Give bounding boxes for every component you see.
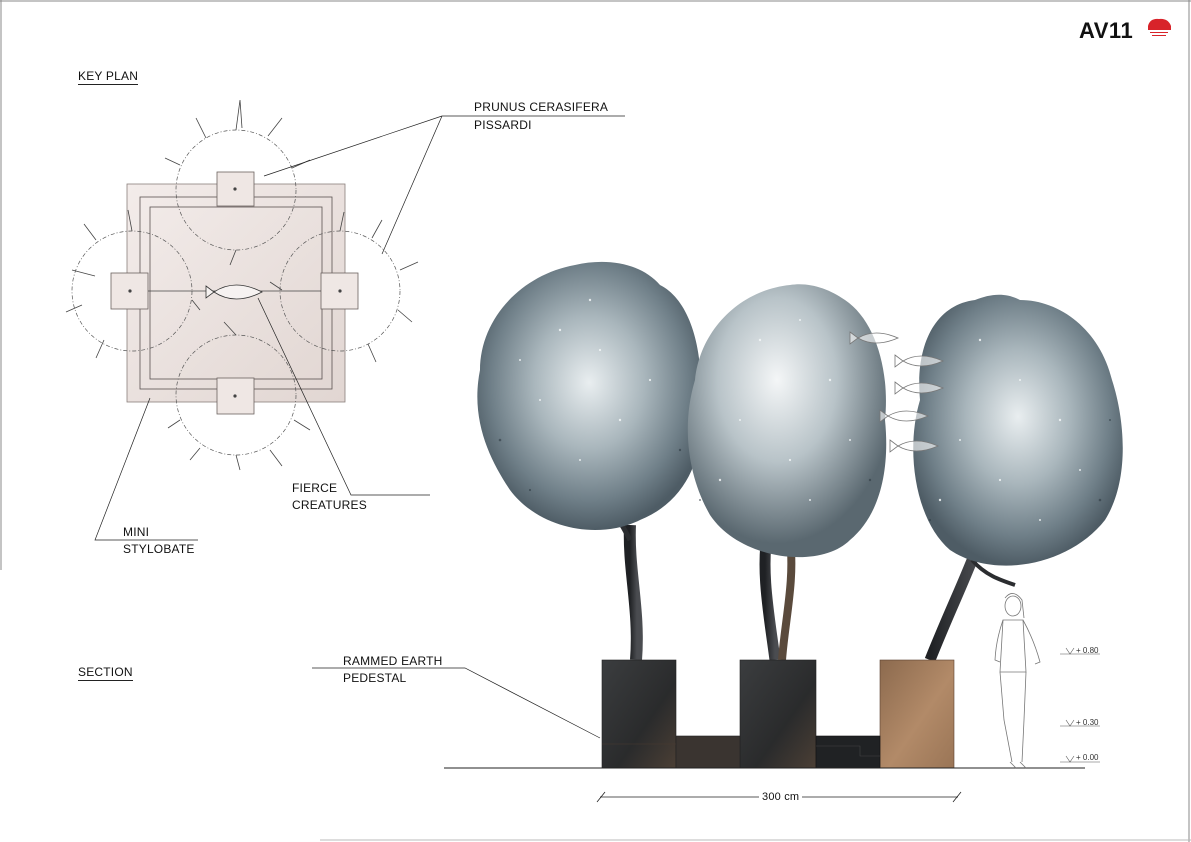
tree-left (477, 261, 701, 661)
scale-figure (994, 593, 1041, 769)
section-drawing (312, 261, 1123, 803)
section-fish-icon (879, 409, 930, 423)
tree-species-label-line1: PRUNUS CERASIFERA (474, 100, 609, 114)
pedestal-left (601, 659, 677, 769)
leader-stylobate (94, 397, 198, 541)
pedestal-center (739, 659, 817, 769)
base-right (815, 735, 881, 769)
stylobate-label-line1: MINI (123, 525, 150, 539)
level-label-080: + 0.80 (1076, 646, 1099, 655)
leader-pedestal (312, 667, 601, 739)
stylobate-label-line2: STYLOBATE (123, 542, 195, 556)
section-title: SECTION (78, 665, 133, 681)
pedestal-label-line1: RAMMED EARTH (343, 654, 443, 668)
tree-right (913, 294, 1123, 663)
level-label-000: + 0.00 (1076, 753, 1099, 762)
dimension-label: 300 cm (759, 792, 803, 803)
section-fish-group (849, 331, 945, 453)
leader-tree-1 (263, 115, 625, 177)
brand-logo: AV11 (1079, 18, 1134, 43)
tree-center (687, 284, 887, 661)
section-fish-icon (849, 331, 900, 345)
section-fish-icon (894, 354, 945, 368)
pedestal-label-line2: PEDESTAL (343, 671, 407, 685)
creatures-label-line2: CREATURES (292, 498, 367, 512)
level-label-030: + 0.30 (1076, 718, 1099, 727)
section-fish-icon (889, 439, 940, 453)
base-left (675, 735, 741, 769)
leader-tree-2 (381, 115, 443, 255)
brand-mark-icon (1148, 18, 1171, 36)
key-plan-drawing (65, 99, 625, 541)
section-fish-icon (894, 381, 945, 395)
tree-species-label-line2: PISSARDI (474, 118, 532, 132)
key-plan-title: KEY PLAN (78, 69, 139, 85)
leader-creatures (257, 297, 430, 496)
pedestal-right (879, 659, 955, 769)
creatures-label-line1: FIERCE (292, 481, 338, 495)
plan-fish-icon (205, 284, 263, 300)
